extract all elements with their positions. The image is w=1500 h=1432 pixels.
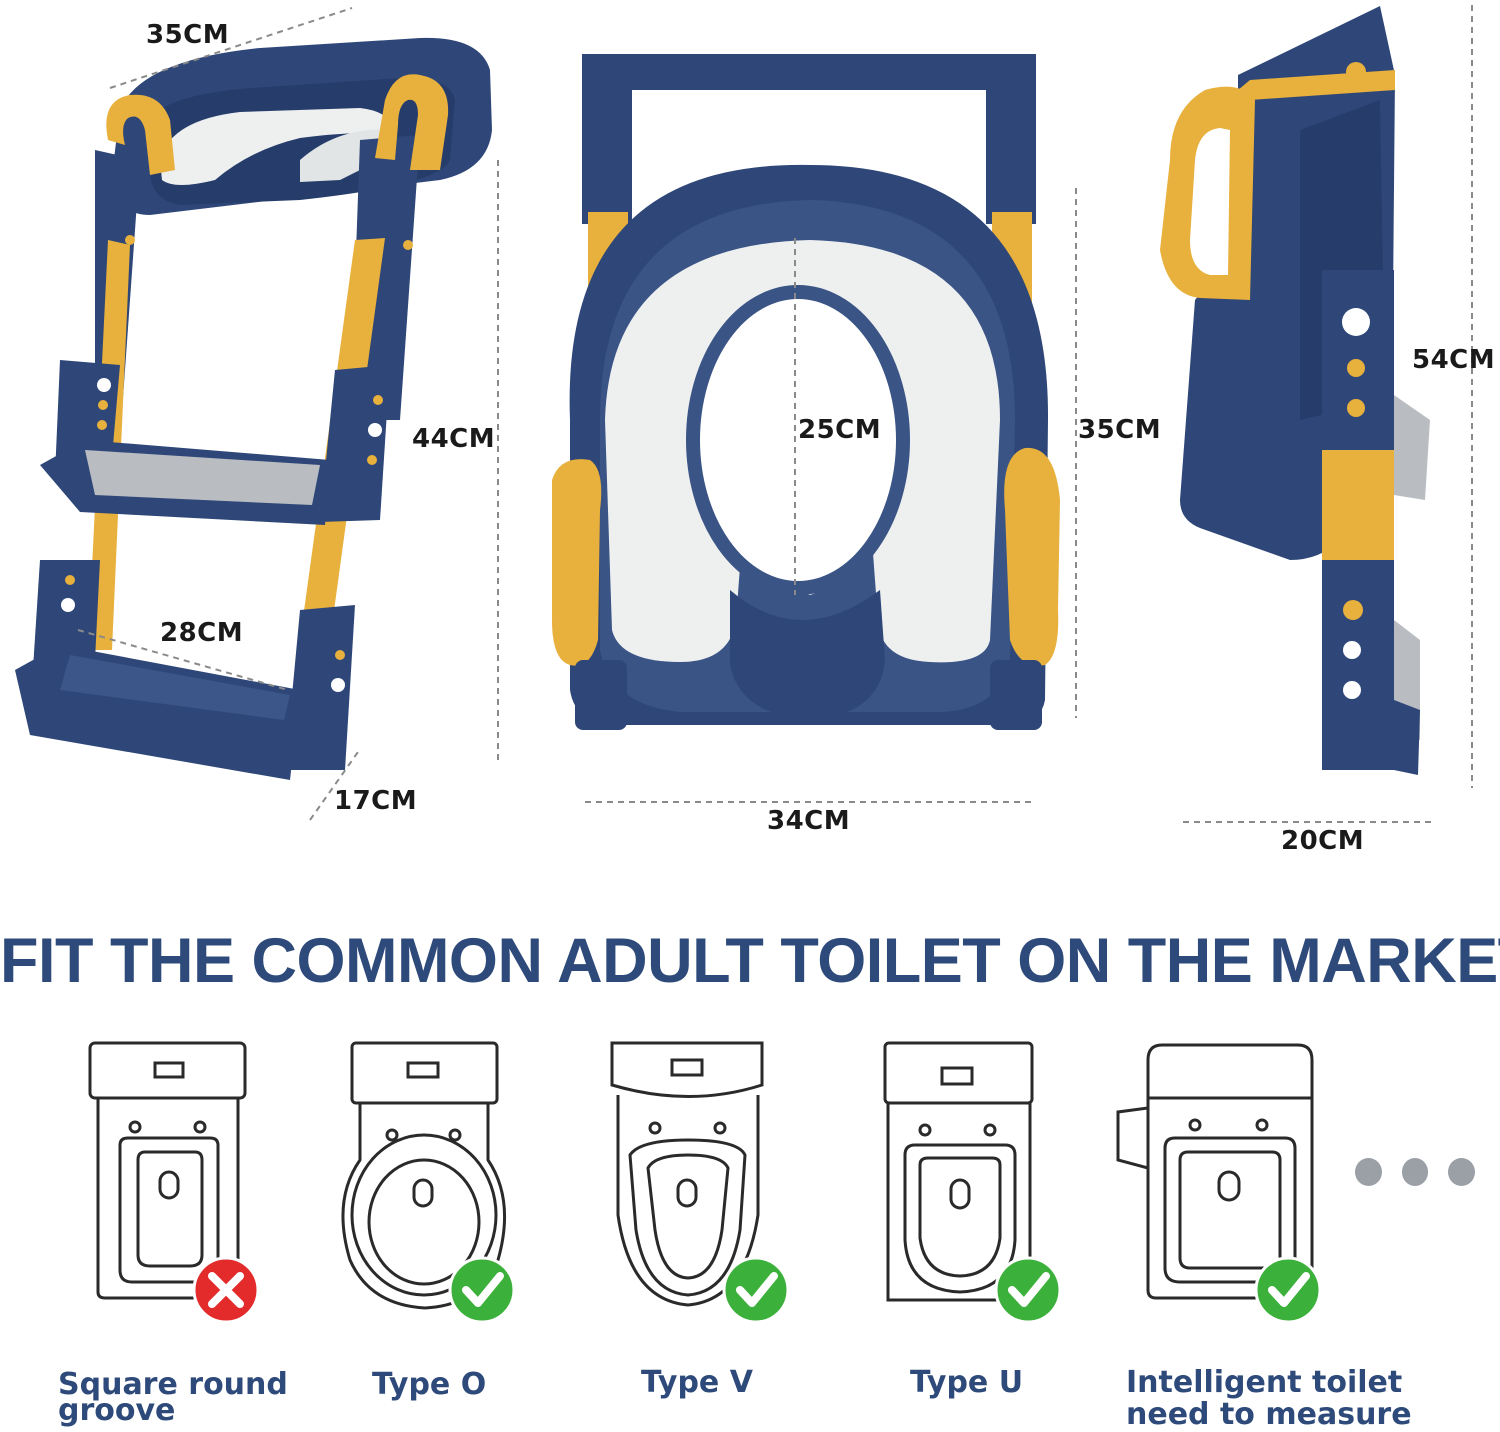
toilet-type-o (341, 1041, 507, 1310)
dim-ladder-height: 44CM (412, 424, 496, 454)
caption-line: Type U (910, 1365, 1024, 1400)
caption-type-v: Type V (641, 1368, 753, 1398)
dim-step-depth: 17CM (334, 786, 418, 816)
dim-step-width: 28CM (160, 618, 244, 648)
ladder-front-view (15, 37, 492, 780)
check-icon (722, 1256, 790, 1324)
dot (1448, 1158, 1476, 1186)
caption-line: need to measure (1126, 1397, 1412, 1432)
side-view (1160, 6, 1430, 775)
caption-line: Type O (372, 1367, 487, 1402)
dim-side-depth: 20CM (1281, 826, 1365, 856)
ladder-dimension-lines (77, 7, 499, 821)
dim-side-height: 54CM (1412, 345, 1496, 375)
check-icon (1254, 1256, 1322, 1324)
dot (1355, 1158, 1382, 1186)
dim-seat-inner: 25CM (798, 415, 882, 445)
check-icon (448, 1256, 516, 1324)
toilet-type-v (610, 1041, 764, 1307)
caption-type-u: Type U (910, 1368, 1023, 1398)
ellipsis-icon (1355, 1158, 1476, 1194)
side-dimension-lines (1183, 5, 1473, 823)
caption-line: Type V (641, 1365, 753, 1400)
dot (1401, 1158, 1429, 1186)
dim-top-width: 35CM (146, 20, 230, 50)
caption-type-o: Type O (372, 1370, 486, 1400)
caption-line: groove (58, 1393, 176, 1428)
caption-square-round-groove: Square round groove (58, 1370, 288, 1426)
seat-top-view (552, 54, 1060, 730)
caption-line: Square round (58, 1367, 288, 1402)
seat-dimension-lines (585, 188, 1077, 803)
caption-line: Intelligent toilet (1126, 1365, 1403, 1400)
headline: FIT THE COMMON ADULT TOILET ON THE MARKE… (0, 926, 1500, 996)
cross-icon (192, 1256, 260, 1324)
check-icon (994, 1256, 1062, 1324)
toilet-type-u (883, 1041, 1034, 1302)
dim-seat-width: 34CM (767, 806, 851, 836)
caption-intelligent-toilet: Intelligent toilet need to measure (1126, 1368, 1412, 1430)
dim-seat-length: 35CM (1078, 415, 1162, 445)
